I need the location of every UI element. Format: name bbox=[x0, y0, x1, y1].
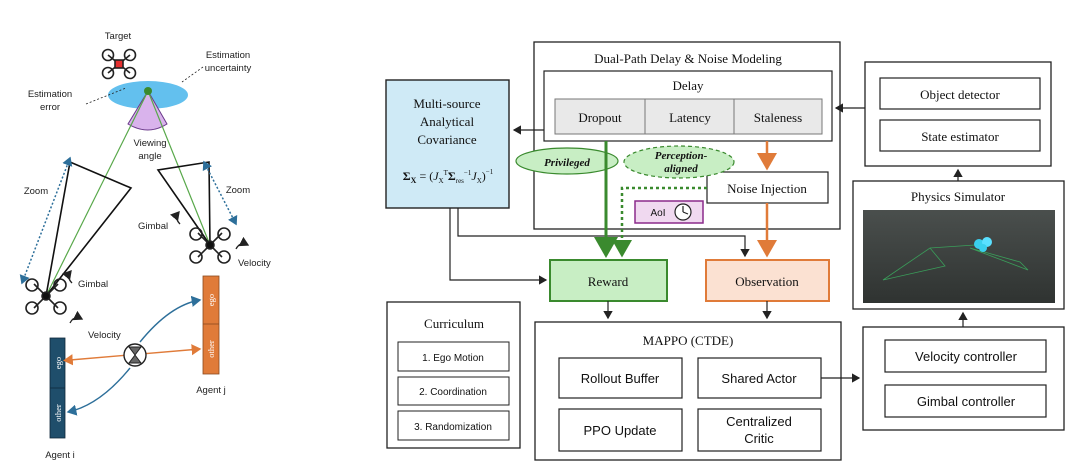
ppo-update-box bbox=[558, 408, 683, 452]
agent-i-other-label: other bbox=[53, 404, 63, 422]
shared-actor-box bbox=[697, 357, 822, 399]
curriculum-item-ego-motion bbox=[397, 341, 510, 372]
gimbal-rotation-icon-left bbox=[62, 270, 73, 284]
aoi-box bbox=[634, 200, 704, 224]
velocity-controller-label: Velocity controller bbox=[915, 349, 1018, 364]
noise-injection-label: Noise Injection bbox=[727, 181, 807, 196]
latency-label: Latency bbox=[669, 110, 711, 125]
clock-icon bbox=[674, 203, 692, 221]
agent-j-ego-label: ego bbox=[206, 294, 216, 306]
privileged-tag bbox=[515, 147, 619, 175]
centralized-critic-box bbox=[697, 408, 822, 452]
simulator-render-image bbox=[863, 210, 1055, 303]
curriculum-item-randomization-label: 3. Randomization bbox=[414, 422, 492, 433]
target-estimate-point bbox=[144, 87, 152, 95]
reward-box bbox=[549, 259, 668, 302]
privileged-label: Privileged bbox=[544, 157, 590, 169]
velocity-icon-left bbox=[69, 310, 84, 324]
gimbal-label-right: Gimbal bbox=[138, 221, 168, 232]
exchange-arrow-blue-down bbox=[66, 367, 131, 416]
curriculum-item-randomization bbox=[397, 410, 510, 441]
staleness-box bbox=[733, 98, 823, 135]
curriculum-title: Curriculum bbox=[424, 316, 484, 331]
uncertainty-leader bbox=[181, 66, 204, 83]
object-detector-label: Object detector bbox=[920, 87, 1000, 102]
camera-frustum-agent-i bbox=[45, 160, 133, 297]
curriculum-item-coordination bbox=[397, 376, 510, 406]
velocity-controller-box bbox=[884, 339, 1047, 373]
rollout-buffer-box bbox=[558, 357, 683, 399]
scenario-illustration: Target Estimation uncertainty Estimation… bbox=[19, 31, 271, 461]
velocity-label-left: Velocity bbox=[88, 330, 121, 341]
shared-actor-label: Shared Actor bbox=[721, 371, 797, 386]
state-estimator-label: State estimator bbox=[921, 129, 999, 144]
object-detector-box bbox=[879, 77, 1041, 110]
agent-i-drone-icon bbox=[25, 278, 67, 315]
zoom-label-right: Zoom bbox=[226, 185, 250, 196]
gimbal-rotation-icon-right bbox=[170, 211, 181, 225]
gimbal-controller-box bbox=[884, 384, 1047, 418]
gimbal-label-left: Gimbal bbox=[78, 279, 108, 290]
staleness-label: Staleness bbox=[754, 110, 802, 125]
velocity-label-right: Velocity bbox=[238, 258, 271, 269]
perception-aligned-tag bbox=[623, 145, 735, 179]
estimation-uncertainty-label-2: uncertainty bbox=[205, 63, 252, 74]
perception-aligned-label-1: Perception- bbox=[655, 150, 708, 162]
viewing-angle-wedge bbox=[127, 90, 168, 131]
hourglass-icon bbox=[123, 343, 147, 367]
noise-injection-box bbox=[706, 171, 829, 204]
exchange-arrow-blue-up bbox=[139, 295, 202, 343]
sight-line-agent-i bbox=[45, 90, 149, 297]
zoom-arrow-left bbox=[19, 156, 73, 285]
agent-j-label: Agent j bbox=[196, 385, 226, 396]
state-estimator-box bbox=[879, 119, 1041, 152]
observation-label: Observation bbox=[735, 274, 799, 289]
delay-title: Delay bbox=[672, 78, 704, 93]
physics-simulator-title: Physics Simulator bbox=[911, 189, 1006, 204]
curriculum-item-ego-motion-label: 1. Ego Motion bbox=[422, 353, 484, 364]
viewing-angle-label-1: Viewing bbox=[133, 138, 166, 149]
sight-line-agent-j bbox=[147, 90, 211, 246]
ppo-update-label: PPO Update bbox=[584, 423, 657, 438]
covariance-box bbox=[385, 79, 510, 209]
gimbal-controller-label: Gimbal controller bbox=[917, 394, 1016, 409]
agent-i-label: Agent i bbox=[45, 450, 75, 461]
zoom-label-left: Zoom bbox=[24, 186, 48, 197]
target-drone-icon bbox=[101, 48, 137, 80]
dropout-label: Dropout bbox=[578, 110, 622, 125]
estimation-error-label-2: error bbox=[40, 102, 60, 113]
reward-label: Reward bbox=[588, 274, 629, 289]
agent-j-state-bar bbox=[202, 275, 220, 375]
perception-aligned-label-2: aligned bbox=[664, 163, 698, 175]
estimation-error-label-1: Estimation bbox=[28, 89, 72, 100]
estimation-uncertainty-label-1: Estimation bbox=[206, 50, 250, 61]
arrow-perception-aligned-path bbox=[612, 186, 707, 258]
agent-j-other-label: other bbox=[206, 340, 216, 358]
dual-path-title: Dual-Path Delay & Noise Modeling bbox=[594, 51, 782, 66]
centralized-critic-label-1: Centralized bbox=[726, 414, 792, 429]
velocity-icon-right bbox=[235, 236, 250, 250]
curriculum-item-coordination-label: 2. Coordination bbox=[419, 387, 487, 398]
error-leader bbox=[85, 87, 127, 105]
agent-i-ego-label: ego bbox=[53, 357, 63, 369]
rollout-buffer-label: Rollout Buffer bbox=[581, 371, 660, 386]
target-label: Target bbox=[105, 31, 132, 42]
latency-box bbox=[644, 98, 735, 135]
covariance-title-2: Analytical bbox=[420, 114, 475, 129]
aoi-label: AoI bbox=[650, 208, 665, 219]
centralized-critic-label-2: Critic bbox=[744, 431, 774, 446]
agent-j-drone-icon bbox=[189, 227, 231, 264]
covariance-title-1: Multi-source bbox=[413, 96, 480, 111]
arrow-covariance-to-observation bbox=[457, 208, 750, 258]
arrow-covariance-to-reward bbox=[449, 208, 548, 285]
covariance-formula: ΣX = (JXTΣres−1JX)−1 bbox=[403, 168, 494, 185]
covariance-title-3: Covariance bbox=[417, 132, 476, 147]
viewing-angle-label-2: angle bbox=[138, 151, 161, 162]
mappo-title: MAPPO (CTDE) bbox=[643, 333, 734, 348]
